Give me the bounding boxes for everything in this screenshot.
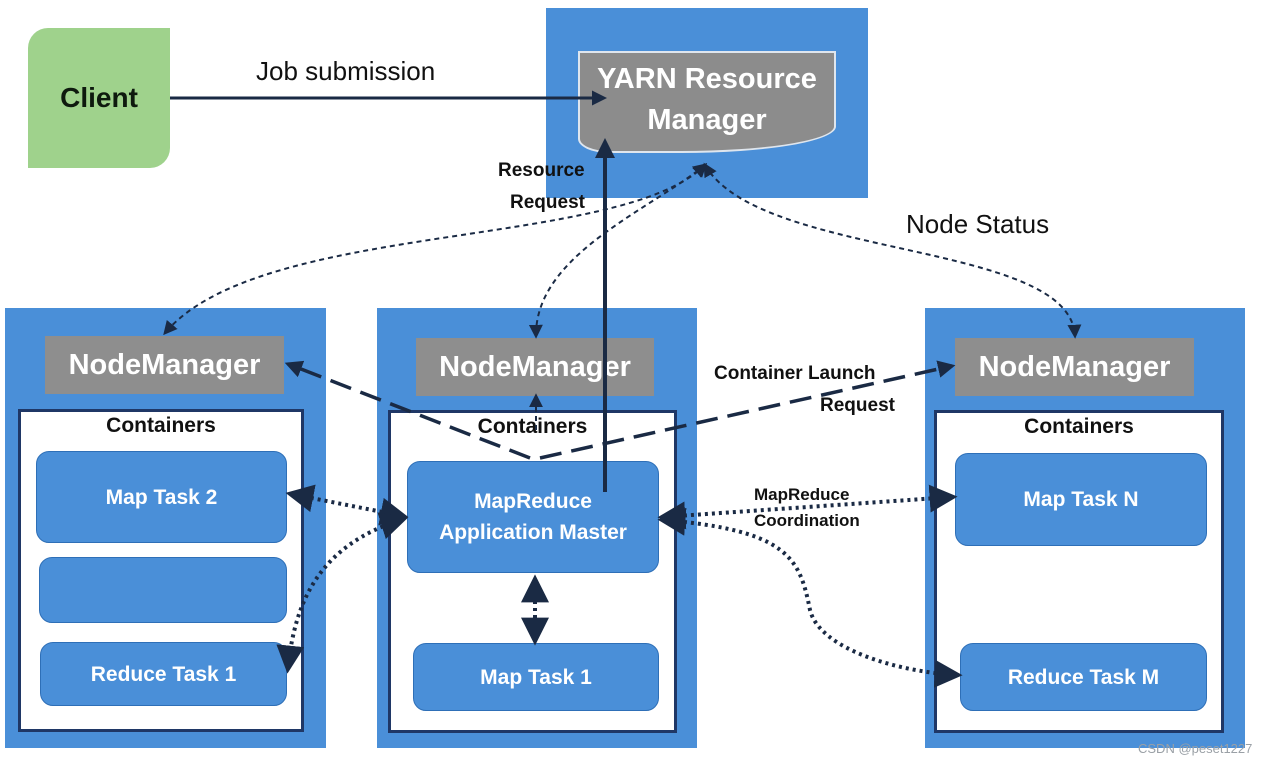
reduce-task-1: Reduce Task 1 (40, 642, 287, 706)
coord-am-reduce1 (276, 512, 409, 674)
empty-task-slot (39, 557, 287, 623)
job-submission-label: Job submission (256, 56, 436, 86)
client-node: Client (28, 28, 170, 168)
node-manager-3-label: NodeManager (978, 350, 1171, 383)
container-launch-left (284, 360, 531, 460)
map-task-1: Map Task 1 (413, 643, 659, 711)
coord-am-reducem (657, 507, 963, 688)
node-manager-2: NodeManager (416, 338, 654, 396)
mr-coordination-label-line2: Coordination (754, 511, 860, 530)
resource-request-label-line2: Request (510, 192, 585, 213)
containers-title-2: Containers (477, 415, 588, 438)
node-manager-3: NodeManager (955, 338, 1194, 396)
application-master-label: MapReduce Application Master (439, 490, 627, 544)
node-status-link-2 (528, 163, 708, 339)
node-status-link-1 (163, 163, 707, 336)
resource-manager-node: YARN Resource Manager (578, 51, 836, 153)
resource-manager-label-line1: YARN Resource (597, 63, 817, 95)
map-task-2-label: Map Task 2 (105, 485, 218, 509)
mr-coordination-label-line1: MapReduce (754, 485, 850, 504)
containers-title-3: Containers (1024, 415, 1134, 438)
map-task-n: Map Task N (955, 453, 1207, 546)
coord-am-map2 (285, 484, 409, 526)
container-launch-label-line1: Container Launch (714, 363, 876, 384)
reduce-task-m-label: Reduce Task M (1007, 665, 1160, 689)
node-status-link-3 (703, 162, 1082, 339)
map-task-1-label: Map Task 1 (480, 665, 592, 689)
watermark: CSDN @peset1227 (1138, 741, 1253, 756)
containers-title-1: Containers (106, 414, 216, 437)
map-task-n-label: Map Task N (1023, 488, 1139, 511)
node-manager-2-label: NodeManager (439, 350, 631, 383)
node-manager-1: NodeManager (45, 336, 284, 394)
resource-manager-label-line2: Manager (647, 104, 767, 136)
node-status-label: Node Status (906, 209, 1050, 239)
resource-request-label-line1: Resource (498, 160, 585, 181)
reduce-task-1-label: Reduce Task 1 (90, 662, 237, 686)
reduce-task-m: Reduce Task M (960, 643, 1207, 711)
node-manager-1-label: NodeManager (68, 348, 261, 381)
client-label: Client (60, 82, 138, 113)
container-launch-right (539, 360, 956, 460)
application-master: MapReduce Application Master (407, 461, 659, 573)
container-launch-label-line2: Request (820, 395, 895, 416)
